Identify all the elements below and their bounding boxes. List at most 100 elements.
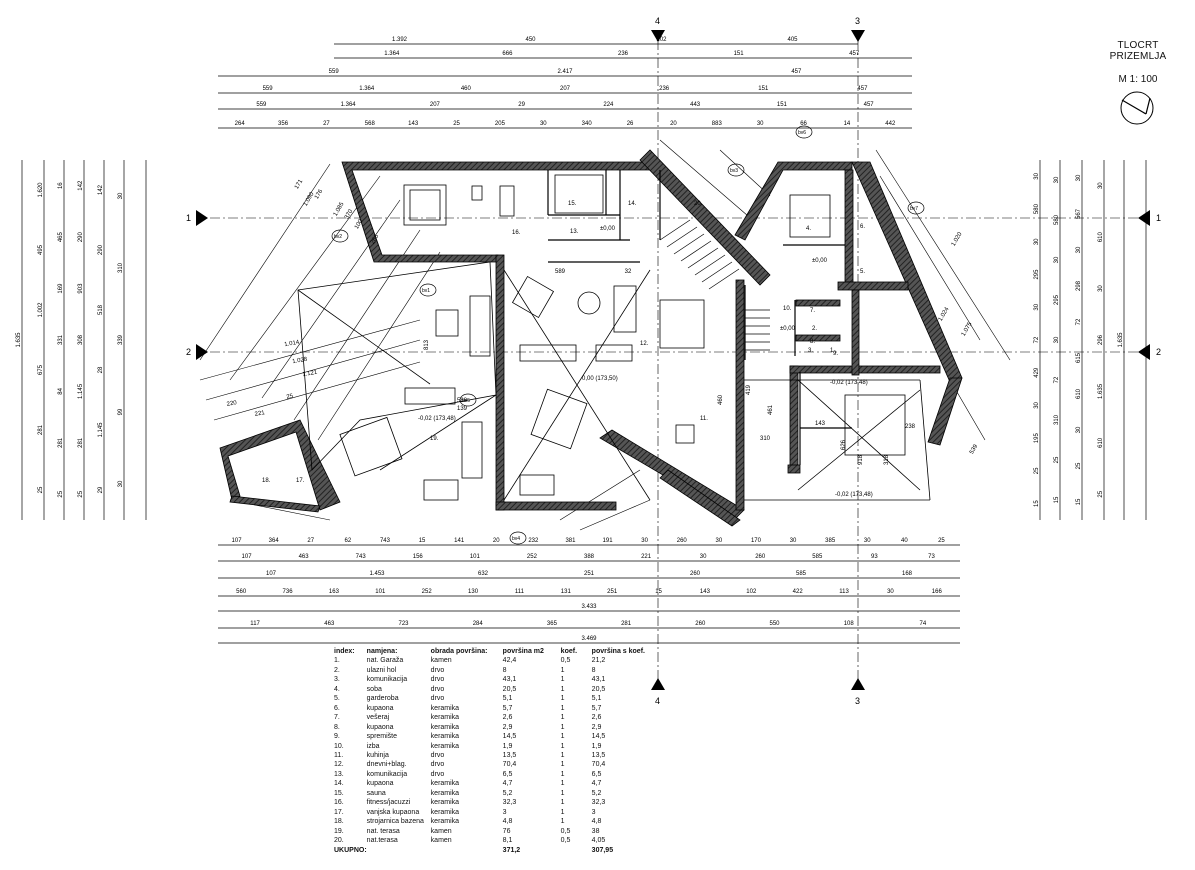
header-area: površina m2 (502, 648, 544, 655)
table-cell: 2. (334, 666, 340, 674)
dimension-text: 108 (844, 621, 855, 627)
dimension-text: 340 (582, 121, 593, 127)
table-cell: 11. (334, 751, 344, 759)
dimension-text: 1.075 (961, 321, 974, 338)
table-cell: 4,7 (591, 780, 602, 788)
axis-label-3-top: 3 (855, 16, 860, 26)
right-dimension-lines (1039, 160, 1147, 520)
dimension-text: 1.085 (333, 201, 346, 218)
table-cell: drvo (430, 676, 445, 684)
dimension-text: 284 (473, 621, 484, 627)
dimension-text: 518 (98, 304, 104, 315)
tag-marker (907, 201, 925, 215)
dimension-text: 168 (902, 571, 913, 577)
dimension-text: 15 (419, 538, 426, 544)
dimension-text: 290 (78, 231, 84, 242)
dimension-text: 30 (1034, 303, 1040, 310)
table-cell: keramika (430, 789, 460, 797)
dimension-text: 559 (263, 86, 274, 92)
dimension-text: 568 (365, 121, 376, 127)
table-cell: 1 (560, 742, 565, 750)
level-mark: 0,00 (173,50) (582, 376, 618, 382)
dimension-text: 102 (746, 589, 757, 595)
table-cell: keramika (430, 780, 460, 788)
axis-label-1-right: 1 (1156, 213, 1161, 223)
dimension-text: 27 (307, 538, 314, 544)
dimension-text: 610 (1098, 231, 1104, 242)
dimension-text: 252 (527, 554, 538, 560)
table-cell: fitness/jacuzzi (366, 799, 411, 807)
dimension-text: 736 (283, 589, 294, 595)
dimension-text: 260 (695, 621, 706, 627)
dimension-text: 296 (1098, 334, 1104, 345)
tag-marker (419, 283, 437, 297)
dimension-text: 25 (58, 490, 64, 497)
axis-label-1-left: 1 (186, 213, 191, 223)
dimension-text: 589 (555, 269, 566, 275)
table-cell: 13,5 (591, 751, 606, 759)
dimension-text: 265 (370, 233, 381, 245)
header-purpose: namjena: (366, 648, 398, 655)
header-area-coefficient: površina s koef. (591, 648, 645, 655)
table-cell: kuhinja (366, 751, 389, 759)
dimension-text: 30 (1054, 176, 1060, 183)
table-cell: 5,7 (502, 704, 513, 712)
room-number: 5. (860, 269, 865, 275)
dimension-text: 3.469 (581, 636, 597, 642)
table-cell: 8,1 (502, 837, 513, 845)
dimension-text: 16 (58, 182, 64, 189)
dimension-text: 25 (286, 393, 294, 400)
table-cell: 4,8 (591, 818, 602, 826)
table-cell: keramika (430, 733, 460, 741)
dimension-text: 191 (603, 538, 614, 544)
dimension-text: 1.364 (359, 86, 375, 92)
table-cell: dnevni+blag. (366, 761, 407, 769)
dimension-text: 221 (254, 410, 266, 418)
dimension-text: 457 (857, 86, 868, 92)
table-cell: 20,5 (502, 685, 517, 693)
axis-labels: 1 2 1 2 4 3 4 3 (186, 16, 1161, 706)
table-cell: 32,3 (591, 799, 606, 807)
table-cell: 6,5 (591, 770, 602, 778)
dimension-text: 356 (278, 121, 289, 127)
dimension-text: 143 (408, 121, 419, 127)
room-number: 4. (806, 226, 811, 232)
dimension-text: 30 (118, 480, 124, 487)
dimension-text: 107 (232, 538, 243, 544)
table-cell: 32,3 (502, 799, 517, 807)
dimension-text: 457 (864, 102, 875, 108)
table-cell: nat. Garaža (366, 657, 404, 665)
dimension-text: 205 (495, 121, 506, 127)
table-cell: 17. (334, 808, 344, 816)
dimension-text: 251 (607, 589, 618, 595)
dimension-text: 1.121 (302, 370, 318, 379)
furniture (339, 174, 906, 501)
dimension-text: 883 (712, 121, 723, 127)
dimension-text: 585 (796, 571, 807, 577)
dimension-text: 151 (734, 51, 745, 57)
dimension-text: 151 (758, 86, 769, 92)
dimension-text: 1.024 (938, 306, 951, 323)
table-cell: 1 (560, 676, 565, 684)
dimension-text: 364 (269, 538, 280, 544)
table-cell: 3 (591, 808, 596, 816)
sheet-scale: M 1: 100 (1118, 74, 1158, 85)
dimension-text: 130 (468, 589, 479, 595)
dimension-text: 25 (78, 490, 84, 497)
table-cell: 4,8 (502, 818, 513, 826)
dimension-text: 308 (78, 334, 84, 345)
table-cell: 70,4 (502, 761, 517, 769)
table-cell: 1 (560, 818, 565, 826)
dimension-text: 723 (398, 621, 409, 627)
dimension-text: 610 (1098, 437, 1104, 448)
table-cell: drvo (430, 695, 445, 703)
room-number: 20. (694, 201, 703, 207)
table-cell: 12. (334, 761, 344, 769)
